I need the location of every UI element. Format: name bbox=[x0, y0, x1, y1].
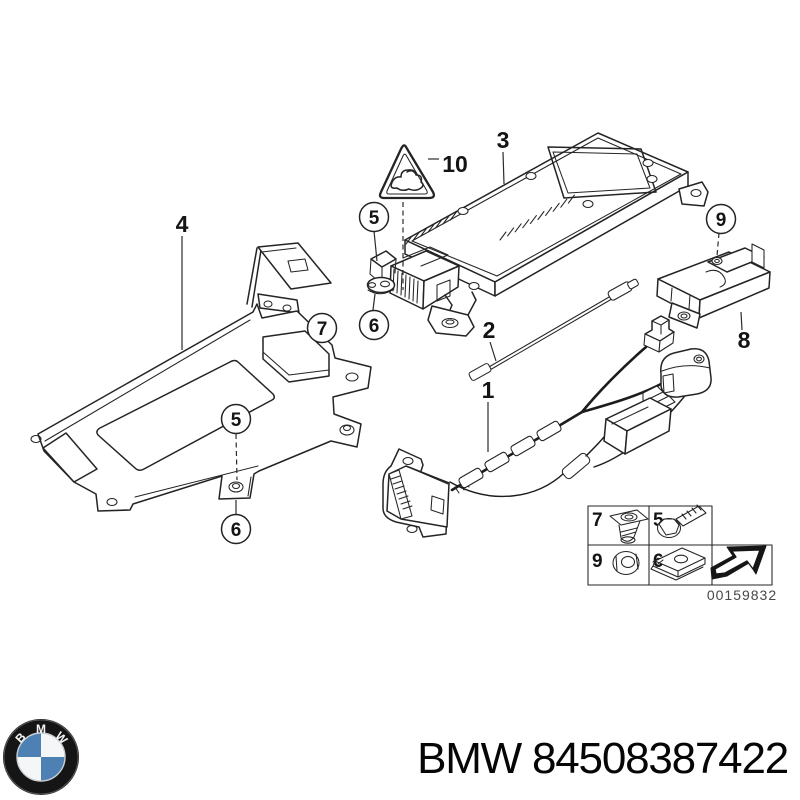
callouts: 4 3 10 2 1 8 5 6 7 5 bbox=[176, 127, 751, 545]
pad-part7 bbox=[262, 330, 330, 383]
dsub-connector bbox=[382, 448, 450, 538]
doc-number: 00159832 bbox=[707, 587, 777, 603]
vent-slats-left bbox=[405, 211, 457, 245]
nut-icon bbox=[612, 550, 640, 576]
callout-circle-9: 9 bbox=[705, 203, 737, 257]
cable-ferrules bbox=[458, 420, 562, 489]
warning-triangle-icon bbox=[378, 144, 436, 290]
bracket-cutout bbox=[96, 359, 276, 472]
warning-symbol bbox=[390, 169, 424, 192]
part8-tab bbox=[668, 302, 701, 329]
cable-assembly-part1 bbox=[382, 315, 712, 538]
svg-text:9: 9 bbox=[716, 210, 727, 231]
module-ear-right bbox=[678, 181, 709, 207]
cable-part2 bbox=[468, 278, 639, 381]
bracket-boss bbox=[342, 424, 352, 432]
part2-wire bbox=[481, 292, 618, 375]
antenna-module-part8 bbox=[656, 243, 771, 329]
callout-circle-6-bottom: 6 bbox=[220, 500, 252, 545]
label-item10: 10 bbox=[442, 151, 468, 177]
bracket-screw-seat bbox=[231, 482, 241, 490]
bracket-flap bbox=[42, 432, 98, 483]
svg-text:5: 5 bbox=[369, 208, 380, 229]
label-item1: 1 bbox=[482, 377, 495, 403]
legend-num-bolt: 5 bbox=[653, 510, 664, 531]
module-connector bbox=[389, 246, 460, 310]
part2-end-a bbox=[468, 363, 492, 381]
arrow-icon bbox=[710, 545, 767, 580]
bracket-hole-bottomleft bbox=[106, 497, 118, 507]
svg-text:6: 6 bbox=[369, 316, 380, 337]
legend-num-nut: 9 bbox=[592, 551, 603, 572]
callout-circle-5-top: 5 bbox=[358, 201, 390, 262]
label-item3: 3 bbox=[497, 127, 510, 153]
bracket-arm-plate bbox=[257, 242, 332, 290]
callout-circle-5-bottom: 5 bbox=[220, 403, 252, 481]
svg-text:5: 5 bbox=[231, 410, 242, 431]
label-item4: 4 bbox=[176, 211, 189, 237]
module-foot-left bbox=[366, 250, 397, 295]
part8-screw-boss bbox=[711, 256, 723, 266]
legend-num-grommet: 7 bbox=[592, 510, 603, 531]
grommet-icon bbox=[609, 509, 649, 544]
callout-circle-6-top: 6 bbox=[358, 293, 390, 341]
vent-slats-right bbox=[499, 194, 575, 241]
module-foot-bottom bbox=[427, 291, 477, 337]
round-sensor bbox=[660, 348, 712, 398]
bmw-roundel-icon: B M W bbox=[3, 719, 79, 795]
roundel-letter-m: M bbox=[36, 722, 46, 736]
branding: B M W BMW 84508387422 bbox=[3, 719, 789, 795]
bracket-part4 bbox=[30, 242, 372, 512]
part-number-title: BMW 84508387422 bbox=[417, 734, 788, 783]
bracket-hole-left bbox=[30, 434, 42, 444]
fastener-legend: 7 5 9 6 bbox=[587, 504, 777, 603]
filter-box bbox=[603, 385, 676, 455]
label-item8: 8 bbox=[738, 327, 751, 353]
svg-text:7: 7 bbox=[317, 319, 328, 340]
legend-grid bbox=[587, 505, 773, 586]
svg-text:6: 6 bbox=[231, 520, 242, 541]
two-pin-plug bbox=[643, 315, 675, 353]
inline-ferrule bbox=[561, 452, 591, 480]
label-item2: 2 bbox=[483, 317, 496, 343]
module-screws bbox=[457, 158, 658, 291]
callout-circle-7: 7 bbox=[306, 312, 338, 344]
clip-icon bbox=[650, 547, 706, 581]
bracket-hole-right-ear bbox=[345, 372, 359, 382]
module-part3 bbox=[366, 132, 709, 337]
bolt-icon bbox=[656, 504, 707, 539]
module-recess bbox=[547, 146, 657, 199]
bracket-arm bbox=[246, 247, 262, 308]
